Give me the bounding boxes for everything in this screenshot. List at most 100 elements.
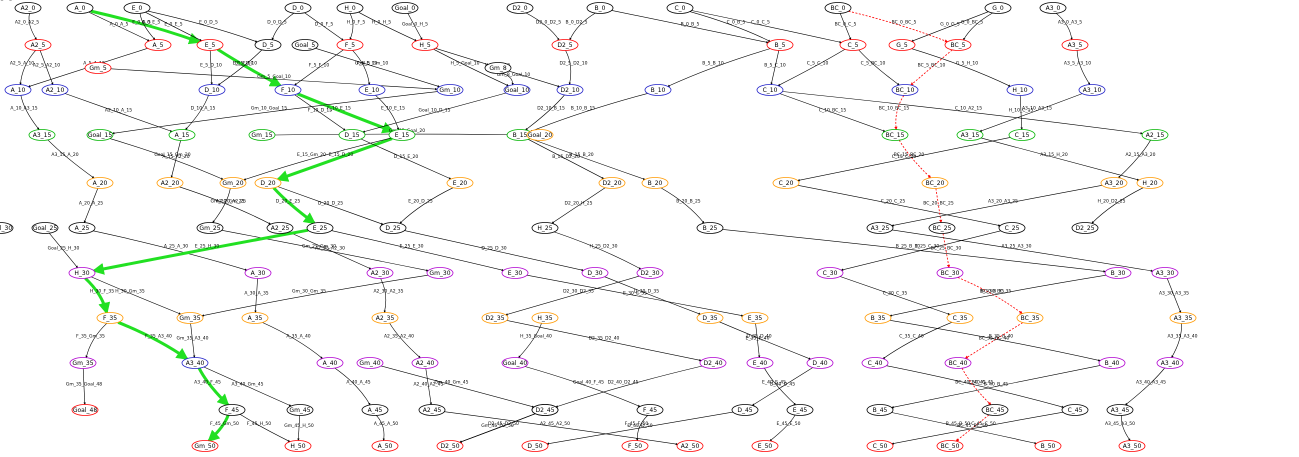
node-ellipse[interactable] [96,312,124,324]
node-ellipse[interactable] [198,84,226,96]
graph-node[interactable]: E_0 [123,2,151,14]
node-ellipse[interactable] [244,267,272,279]
node-ellipse[interactable] [1106,404,1134,416]
node-ellipse[interactable] [598,177,626,189]
node-ellipse[interactable] [181,357,209,369]
node-ellipse[interactable] [891,84,919,96]
node-ellipse[interactable] [696,222,724,234]
node-ellipse[interactable] [24,39,52,51]
node-ellipse[interactable] [388,129,416,141]
node-ellipse[interactable] [866,440,894,452]
graph-node[interactable]: A_20 [86,177,114,189]
node-ellipse[interactable] [274,84,302,96]
node-ellipse[interactable] [921,177,949,189]
node-ellipse[interactable] [521,440,549,452]
graph-node[interactable]: A3_35 [1169,312,1197,324]
node-ellipse[interactable] [806,357,834,369]
node-ellipse[interactable] [506,2,534,14]
graph-node[interactable]: Goal_15 [86,129,114,141]
graph-node[interactable]: C_25 [998,222,1026,234]
node-ellipse[interactable] [556,84,584,96]
graph-node[interactable]: B_15 [506,129,534,141]
graph-node[interactable]: C_45 [1061,404,1089,416]
node-ellipse[interactable] [361,404,389,416]
graph-node[interactable]: Goal_30 [0,222,14,234]
graph-node[interactable]: E_40 [746,357,774,369]
node-ellipse[interactable] [86,177,114,189]
node-ellipse[interactable] [446,177,474,189]
node-ellipse[interactable] [156,177,184,189]
node-ellipse[interactable] [586,2,614,14]
graph-node[interactable]: H_35 [531,312,559,324]
graph-node[interactable]: A2_0 [14,2,42,14]
graph-node[interactable]: Gm_45 [286,404,314,416]
node-ellipse[interactable] [371,440,399,452]
node-ellipse[interactable] [71,404,99,416]
graph-node[interactable]: C_15 [1008,129,1036,141]
graph-node[interactable]: H_50 [284,440,312,452]
node-ellipse[interactable] [358,84,386,96]
graph-node[interactable]: Gm_15 [248,129,276,141]
graph-node[interactable]: A2_30 [366,267,394,279]
graph-node[interactable]: Goal_25 [31,222,59,234]
graph-node[interactable]: F_45 [636,404,664,416]
node-ellipse[interactable] [621,440,649,452]
node-ellipse[interactable] [636,404,664,416]
graph-node[interactable]: A3_25 [866,222,894,234]
node-ellipse[interactable] [1156,357,1184,369]
graph-node[interactable]: B_20 [641,177,669,189]
graph-node[interactable]: C_35 [946,312,974,324]
graph-node[interactable]: F_5 [336,39,364,51]
graph-node[interactable]: A3_10 [1078,84,1106,96]
graph-node[interactable]: BC_10 [891,84,919,96]
node-ellipse[interactable] [1071,222,1099,234]
graph-node[interactable]: C_10 [756,84,784,96]
graph-node[interactable]: H_20 [1136,177,1164,189]
node-ellipse[interactable] [928,222,956,234]
graph-node[interactable]: BC_40 [944,357,972,369]
node-ellipse[interactable] [864,312,892,324]
graph-node[interactable]: Goal_40 [501,357,529,369]
graph-node[interactable]: D_40 [806,357,834,369]
node-ellipse[interactable] [68,267,96,279]
node-ellipse[interactable] [418,404,446,416]
graph-node[interactable]: B_0 [586,2,614,14]
graph-node[interactable]: A3_40 [1156,357,1184,369]
graph-node[interactable]: Goal_20 [526,129,554,141]
node-ellipse[interactable] [254,39,282,51]
graph-node[interactable]: A2_50 [676,440,704,452]
graph-node[interactable]: Goal_5 [291,39,319,51]
graph-node[interactable]: Goal_10 [503,84,531,96]
node-ellipse[interactable] [581,267,609,279]
graph-node[interactable]: H_25 [531,222,559,234]
graph-node[interactable]: D_50 [521,440,549,452]
graph-node[interactable]: H_30 [68,267,96,279]
node-ellipse[interactable] [4,84,32,96]
node-ellipse[interactable] [786,404,814,416]
graph-node[interactable]: A_50 [371,440,399,452]
graph-node[interactable]: Goal_48 [71,404,99,416]
graph-node[interactable]: BC_20 [921,177,949,189]
node-ellipse[interactable] [356,357,384,369]
node-ellipse[interactable] [1118,440,1146,452]
node-ellipse[interactable] [936,267,964,279]
node-ellipse[interactable] [746,357,774,369]
node-ellipse[interactable] [503,84,531,96]
graph-node[interactable]: A3_40 [181,357,209,369]
graph-node[interactable]: A2_5 [24,39,52,51]
graph-node[interactable]: Gm_40 [356,357,384,369]
node-ellipse[interactable] [1061,39,1089,51]
graph-node[interactable]: C_20 [772,177,800,189]
node-ellipse[interactable] [391,2,419,14]
graph-node[interactable]: A_40 [316,357,344,369]
graph-node[interactable]: A3_45 [1106,404,1134,416]
graph-node[interactable]: Gm_35 [69,357,97,369]
graph-node[interactable]: C_50 [866,440,894,452]
node-ellipse[interactable] [984,2,1012,14]
graph-node[interactable]: A2_40 [411,357,439,369]
graph-node[interactable]: H_0 [336,2,364,14]
node-ellipse[interactable] [144,39,172,51]
node-ellipse[interactable] [531,404,559,416]
graph-node[interactable]: B_25 [696,222,724,234]
graph-node[interactable]: A2_10 [41,84,69,96]
